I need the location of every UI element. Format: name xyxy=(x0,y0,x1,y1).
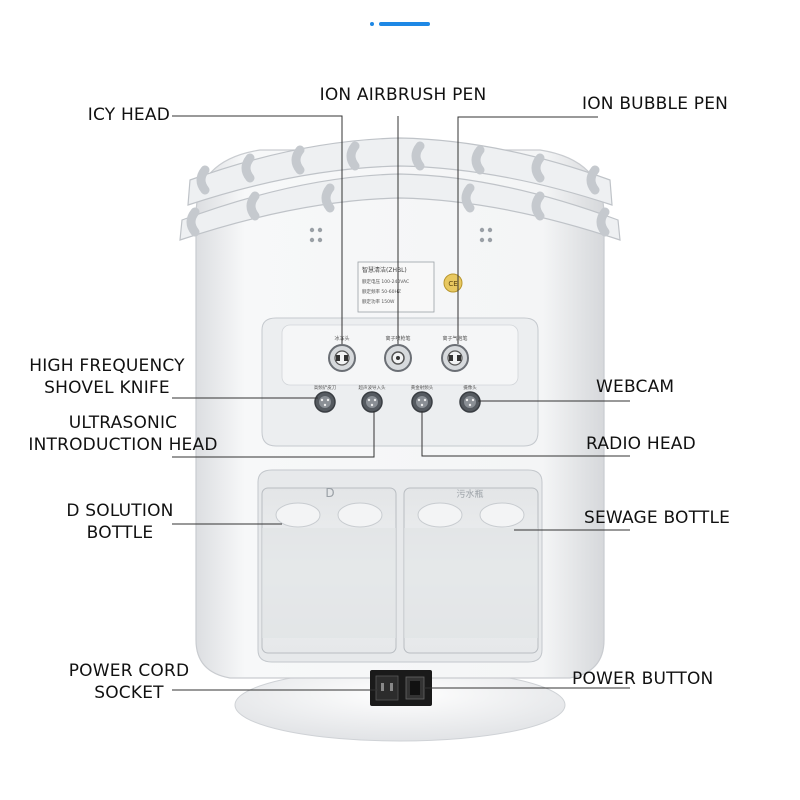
label-icy-head: ICY HEAD xyxy=(87,105,170,125)
accent-bar xyxy=(379,22,430,26)
label-power-cord-line2: SOCKET xyxy=(94,683,164,703)
power-button xyxy=(405,676,425,700)
port-ultrasonic: 超声波导入头 xyxy=(359,384,386,413)
label-power-cord-line1: POWER CORD xyxy=(68,661,190,681)
port-webcam: 摄像头 xyxy=(459,384,481,413)
label-ultrasonic-line2: INTRODUCTION HEAD xyxy=(28,435,218,455)
nameplate-row: 额定电压 100-240VAC xyxy=(362,278,409,285)
header-accent xyxy=(370,22,430,26)
nameplate: 智慧清洁(ZHBL) 额定电压 100-240VAC 额定频率 50-60HZ … xyxy=(357,261,435,313)
label-webcam: WEBCAM xyxy=(596,377,675,397)
nameplate-row: 额定功率 150W xyxy=(362,298,395,305)
port-radio-head: 黄金射频头 xyxy=(411,384,434,413)
bottle-mark: D xyxy=(325,486,334,500)
label-power-button: POWER BUTTON xyxy=(572,669,714,689)
sewage-bottle: 污水瓶 xyxy=(403,487,539,654)
d-solution-bottle: D xyxy=(261,486,397,654)
ce-mark: CE xyxy=(443,273,463,293)
port-ion-bubble: 离子气泡笔 xyxy=(441,335,469,372)
nameplate-row: 额定频率 50-60HZ xyxy=(362,288,401,295)
label-high-frequency-line1: HIGH FREQUENCY xyxy=(29,356,185,376)
leader-lines xyxy=(172,115,630,691)
port-shovel-knife: 高频铲皮刀 xyxy=(314,384,337,413)
label-sewage-bottle: SEWAGE BOTTLE xyxy=(584,508,731,528)
port-label: 离子气泡笔 xyxy=(442,335,467,342)
port-label: 黄金射频头 xyxy=(411,384,434,391)
label-ion-bubble-pen: ION BUBBLE PEN xyxy=(582,94,729,114)
rack-screws xyxy=(309,227,493,243)
holder-hooks xyxy=(186,141,610,237)
label-radio-head: RADIO HEAD xyxy=(586,434,696,454)
accent-dot xyxy=(370,22,374,26)
label-high-frequency-line2: SHOVEL KNIFE xyxy=(44,378,170,398)
label-ion-airbrush-pen: ION AIRBRUSH PEN xyxy=(319,85,487,105)
bottle-mark: 污水瓶 xyxy=(456,488,483,500)
label-ultrasonic-line1: ULTRASONIC xyxy=(68,413,178,433)
ce-mark-text: CE xyxy=(448,280,457,288)
nameplate-title: 智慧清洁(ZHBL) xyxy=(362,266,407,274)
label-d-solution-line1: D SOLUTION xyxy=(66,501,174,521)
label-d-solution-line2: BOTTLE xyxy=(86,523,154,543)
port-label: 摄像头 xyxy=(463,384,477,391)
port-label: 超声波导入头 xyxy=(359,384,386,391)
port-label: 高频铲皮刀 xyxy=(314,384,337,391)
